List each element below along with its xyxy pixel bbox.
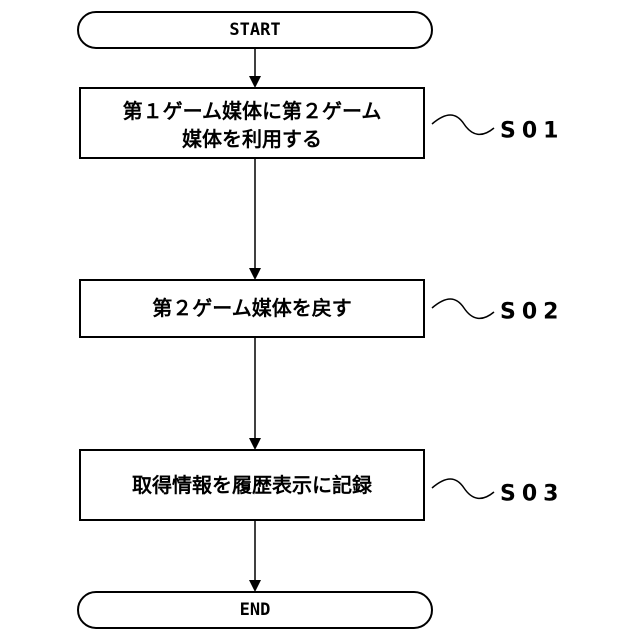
start-label: START: [229, 20, 280, 40]
step-s03: 取得情報を履歴表示に記録 S03: [80, 450, 564, 520]
end-terminal: END: [78, 592, 432, 628]
arrowhead-s01: [249, 76, 261, 88]
arrowhead-end: [249, 580, 261, 592]
step-s03-label: 取得情報を履歴表示に記録: [132, 473, 373, 497]
start-terminal: START: [78, 12, 432, 48]
step-s03-leader: [432, 479, 494, 498]
step-s02-id: S02: [500, 300, 564, 325]
step-s01: 第１ゲーム媒体に第２ゲーム 媒体を利用する S01: [80, 88, 564, 158]
step-s02-leader: [432, 299, 494, 318]
step-s01-label-line-1: 第１ゲーム媒体に第２ゲーム: [123, 99, 382, 123]
end-label: END: [240, 600, 271, 620]
step-s02-label: 第２ゲーム媒体を戻す: [152, 296, 351, 320]
arrowhead-s03: [249, 438, 261, 450]
arrowhead-s02: [249, 268, 261, 280]
step-s01-id: S01: [500, 119, 564, 144]
step-s01-label-line-2: 媒体を利用する: [182, 127, 322, 151]
step-s02: 第２ゲーム媒体を戻す S02: [80, 280, 564, 337]
step-s01-leader: [432, 115, 494, 134]
step-s03-id: S03: [500, 482, 564, 507]
